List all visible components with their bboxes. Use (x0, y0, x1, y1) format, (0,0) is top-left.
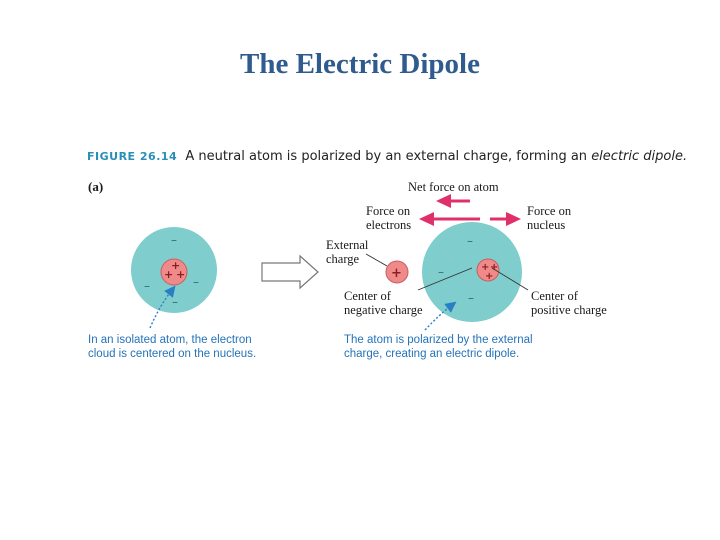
center-negative-line-2: negative charge (344, 303, 423, 317)
center-negative-label: Center of negative charge (344, 289, 423, 317)
polarized-nucleus-plus-1: + (481, 262, 489, 273)
polarized-electron-minus-1: – (467, 234, 473, 248)
polarized-note-pointer (424, 301, 457, 331)
center-positive-line-2: positive charge (531, 303, 607, 317)
isolated-nucleus-plus-3: + (176, 268, 185, 281)
slide-title: The Electric Dipole (239, 48, 480, 80)
center-positive-label: Center of positive charge (531, 289, 607, 317)
force-electrons-arrow-head (419, 212, 434, 226)
caption-text: A neutral atom is polarized by an extern… (185, 149, 588, 164)
figure-caption: FIGURE 26.14 A neutral atom is polarized… (87, 149, 687, 164)
force-nucleus-arrow-head (506, 212, 521, 226)
polarized-electron-minus-2: – (438, 265, 444, 279)
center-positive-line-1: Center of (531, 289, 578, 303)
isolated-nucleus-plus-2: + (164, 268, 173, 281)
external-charge-plus: + (391, 266, 402, 281)
isolated-electron-minus-3: – (144, 279, 150, 293)
isolated-electron-minus-1: – (171, 233, 177, 247)
isolated-note-line-1: In an isolated atom, the electron (88, 334, 252, 346)
isolated-nucleus (160, 258, 188, 286)
force-nucleus-line-2: nucleus (527, 218, 566, 232)
force-electrons-line-1: Force on (366, 204, 411, 218)
polarized-nucleus-plus-2: + (490, 262, 498, 273)
isolated-note-pointer (149, 285, 176, 329)
polarized-note-line-2: charge, creating an electric dipole. (344, 348, 520, 360)
part-label: (a) (88, 179, 104, 194)
polarized-note-line-1: The atom is polarized by the external (344, 334, 533, 346)
external-charge-leader (365, 253, 388, 267)
center-negative-line-1: Center of (344, 289, 391, 303)
force-electrons-label: Force on electrons (366, 204, 411, 232)
external-charge (385, 260, 409, 284)
net-force-arrow-head (436, 194, 451, 208)
net-force-label: Net force on atom (408, 180, 499, 194)
polarized-nucleus (476, 258, 500, 282)
isolated-electron-minus-2: – (193, 275, 199, 289)
external-charge-line-1: External (326, 238, 369, 252)
force-electrons-line-2: electrons (366, 218, 412, 232)
isolated-atom-note: In an isolated atom, the electron cloud … (88, 333, 256, 361)
force-nucleus-line-1: Force on (527, 204, 572, 218)
force-nucleus-label: Force on nucleus (527, 204, 571, 232)
isolated-electron-minus-4: – (172, 295, 178, 309)
external-charge-line-2: charge (326, 252, 360, 266)
center-negative-leader (417, 267, 473, 291)
isolated-note-line-2: cloud is centered on the nucleus. (88, 348, 257, 360)
figure-label: FIGURE 26.14 (87, 150, 178, 163)
external-charge-label: External charge (326, 238, 368, 266)
polarized-electron-cloud (422, 222, 522, 322)
caption-emphasis: electric dipole. (591, 149, 688, 164)
polarized-atom-note: The atom is polarized by the external ch… (344, 333, 533, 361)
center-positive-leader (491, 267, 529, 291)
transition-arrow (261, 254, 319, 290)
isolated-nucleus-plus-1: + (171, 259, 180, 272)
polarized-nucleus-plus-3: + (485, 271, 493, 282)
polarized-electron-minus-3: – (468, 291, 474, 305)
